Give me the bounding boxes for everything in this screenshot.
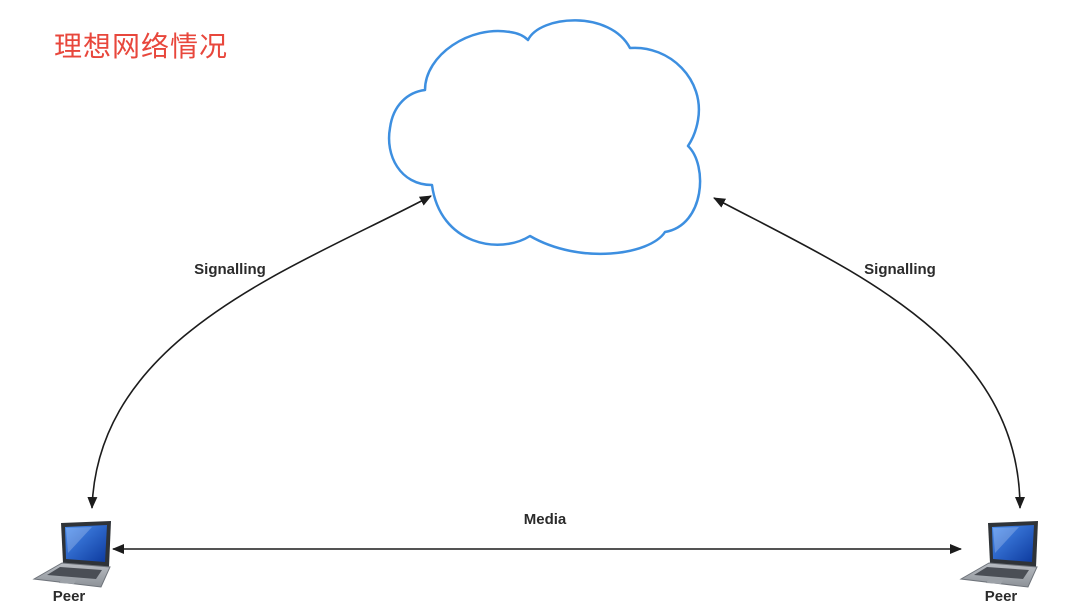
laptop-touchpad	[59, 579, 76, 584]
laptop-icon	[959, 521, 1038, 588]
laptop-keyboard	[47, 567, 102, 579]
signalling-right-arrow	[713, 197, 1025, 509]
laptop-screen-glare	[66, 527, 92, 553]
laptop-touchpad	[986, 579, 1003, 584]
peer-left-label: Peer	[52, 588, 86, 605]
diagram-title: 理想网络情况	[54, 30, 229, 63]
signalling-right-label: Signalling	[864, 261, 936, 278]
cloud-icon	[387, 19, 702, 256]
laptop-screen	[65, 525, 107, 562]
peer-right-label: Peer	[984, 588, 1018, 605]
signalling-left-label: Signalling	[194, 261, 266, 278]
signalling-left-arrow	[87, 195, 432, 509]
media-label: Media	[523, 511, 567, 528]
laptop-keyboard	[974, 567, 1029, 579]
laptop-screen-glare	[993, 527, 1019, 553]
laptop-icon	[32, 521, 111, 588]
laptop-screen	[992, 525, 1034, 562]
